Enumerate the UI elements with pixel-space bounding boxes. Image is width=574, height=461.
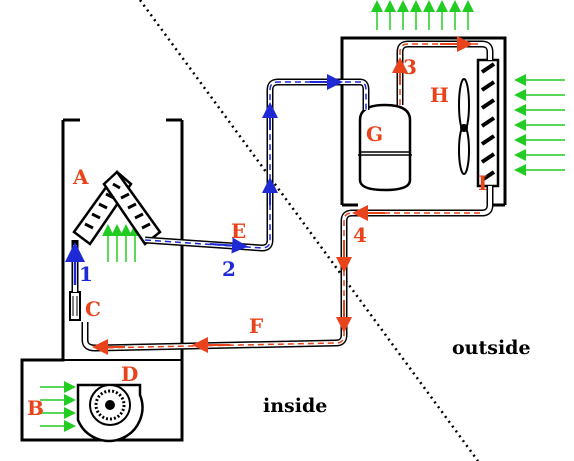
label-3: 3 <box>403 55 417 79</box>
label-b: B <box>27 396 44 420</box>
supply-airflow-arrows <box>102 224 141 262</box>
a-frame-coil-icon <box>72 170 162 246</box>
label-4: 4 <box>353 223 367 247</box>
propeller-fan-icon <box>458 78 470 175</box>
expansion-device-icon <box>69 291 81 321</box>
label-1: 1 <box>79 262 93 286</box>
label-2: 2 <box>222 257 236 281</box>
label-f: F <box>249 314 263 338</box>
label-h: H <box>430 83 449 107</box>
return-airflow-arrows <box>40 381 76 432</box>
condenser-coil-icon <box>476 58 500 188</box>
discharge-line <box>392 36 494 105</box>
compressor-icon <box>358 103 412 192</box>
label-d: D <box>121 362 138 386</box>
inside-outside-divider <box>138 0 480 461</box>
zone-label-outside: outside <box>452 337 531 359</box>
label-a: A <box>72 165 89 189</box>
liquid-return-line <box>81 186 494 355</box>
label-g: G <box>366 122 383 146</box>
squirrel-cage-fan-icon <box>76 383 144 443</box>
label-c: C <box>85 297 101 321</box>
intake-airflow-arrows <box>514 74 565 176</box>
exhaust-airflow-arrows <box>371 0 474 30</box>
indoor-cabinet <box>20 118 184 442</box>
label-e: E <box>231 219 246 243</box>
zone-label-inside: inside <box>263 395 327 417</box>
label-i: I <box>478 171 487 195</box>
